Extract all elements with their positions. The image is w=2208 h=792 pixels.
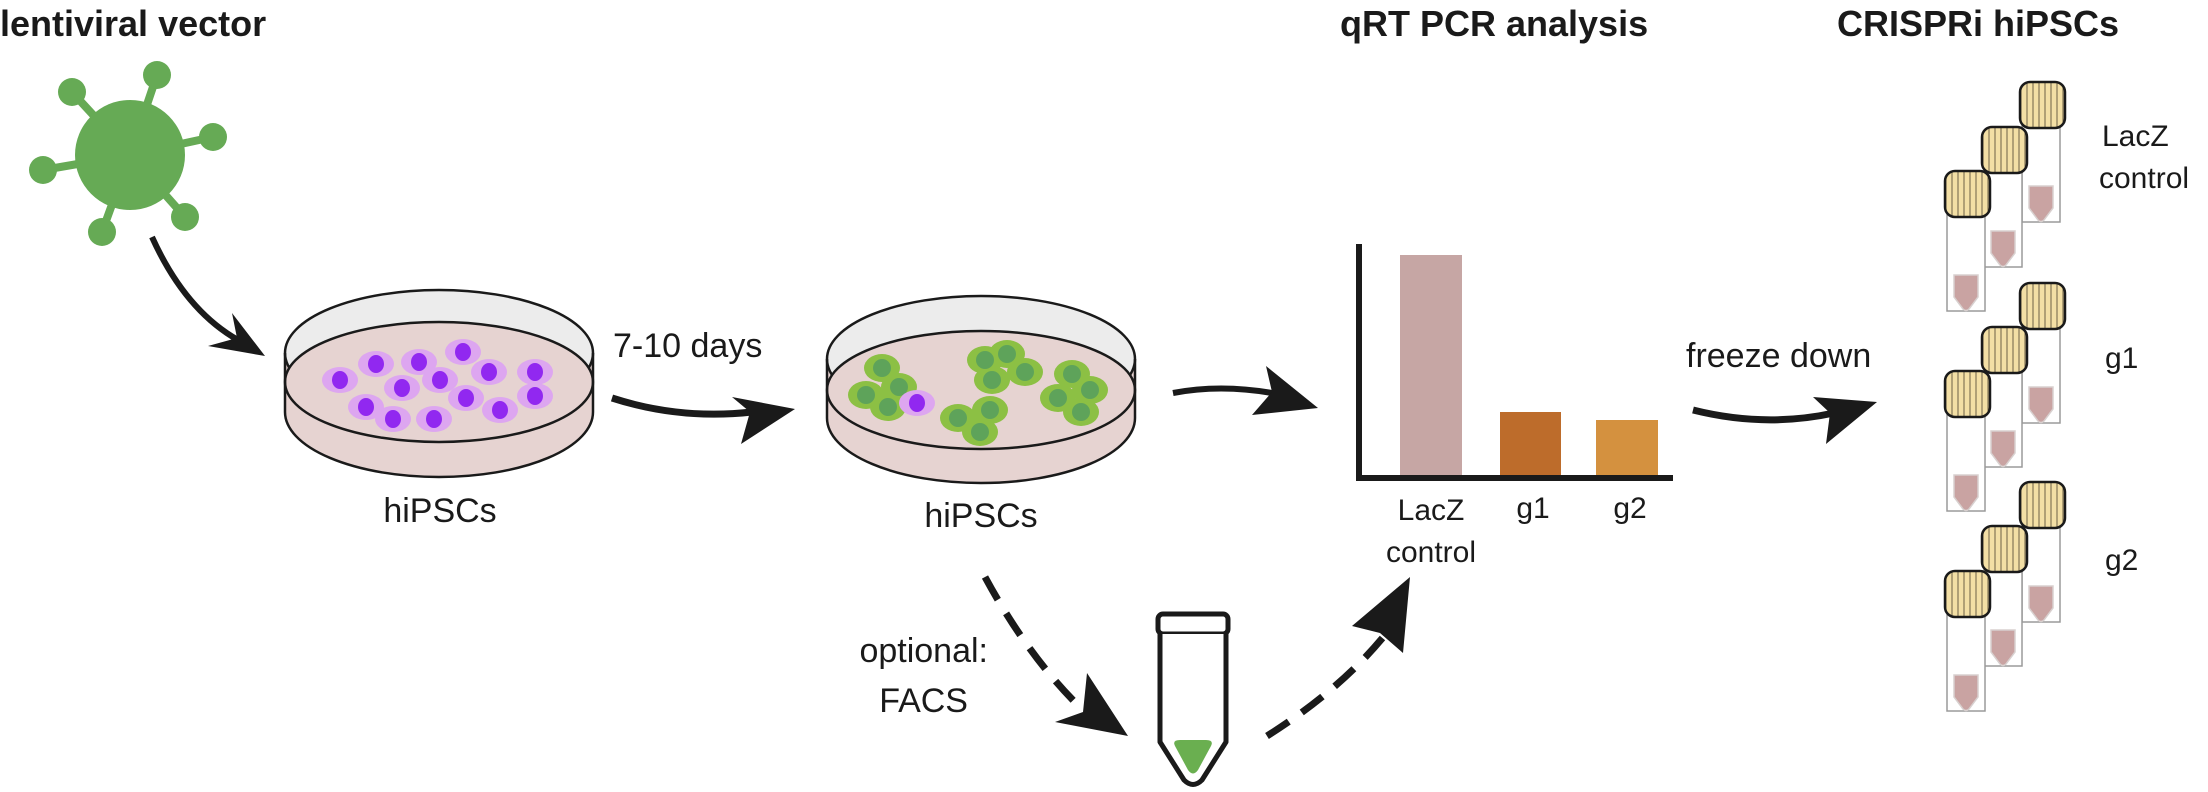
tube-label-control: control [2099, 162, 2189, 195]
cryo-tube [1943, 369, 1992, 512]
freeze-down-label: freeze down [1686, 337, 1871, 375]
tube-label-g1: g1 [2105, 342, 2138, 375]
chart-label-g2: g2 [1613, 492, 1646, 525]
cryo-tube [1943, 169, 1992, 312]
arrow-freeze-down [1692, 397, 1877, 444]
petri-dish-2 [825, 294, 1137, 485]
dish2-label: hiPSCs [924, 497, 1037, 535]
facs-tube-icon [1155, 611, 1231, 787]
cryo-tube [2018, 480, 2067, 623]
green-cells [848, 340, 1108, 446]
cryo-tube [1980, 524, 2029, 667]
bar-g2 [1596, 420, 1658, 477]
facs-label-facs: FACS [879, 682, 968, 720]
chart-label-lacz: LacZ [1398, 494, 1465, 527]
petri-dish-1 [283, 288, 595, 479]
cryo-tube [1980, 125, 2029, 268]
chart-label-g1: g1 [1516, 492, 1549, 525]
tube-group-lacz [1943, 80, 2067, 312]
purple-cells [322, 339, 553, 432]
arrow-transduce [149, 235, 265, 356]
dashed-arrow-to-facs [981, 575, 1128, 736]
chart-label-control: control [1386, 536, 1476, 569]
arrow-incubation [610, 394, 795, 444]
tube-label-g2: g2 [2105, 544, 2138, 577]
dashed-arrow-to-qpcr [1265, 577, 1410, 739]
cryo-tube [2018, 281, 2067, 424]
dish1-label: hiPSCs [383, 492, 496, 530]
heading-lentiviral-vector: lentiviral vector [0, 3, 266, 44]
arrow-to-qpcr [1172, 366, 1318, 415]
tube-label-lacz: LacZ [2102, 120, 2169, 153]
cryo-tube [1943, 569, 1992, 712]
facs-label-optional: optional: [859, 632, 988, 670]
bar-g1 [1500, 412, 1561, 477]
tube-group-g1 [1943, 281, 2067, 512]
heading-qrt-pcr-analysis: qRT PCR analysis [1340, 3, 1648, 44]
heading-crispri-hipscs: CRISPRi hiPSCs [1837, 3, 2119, 44]
incubation-label: 7-10 days [613, 327, 762, 365]
bar-lacz-control [1400, 255, 1462, 477]
lentivirus-icon [29, 61, 227, 246]
tube-group-g2 [1943, 480, 2067, 712]
qpcr-bar-chart [1356, 244, 1673, 481]
